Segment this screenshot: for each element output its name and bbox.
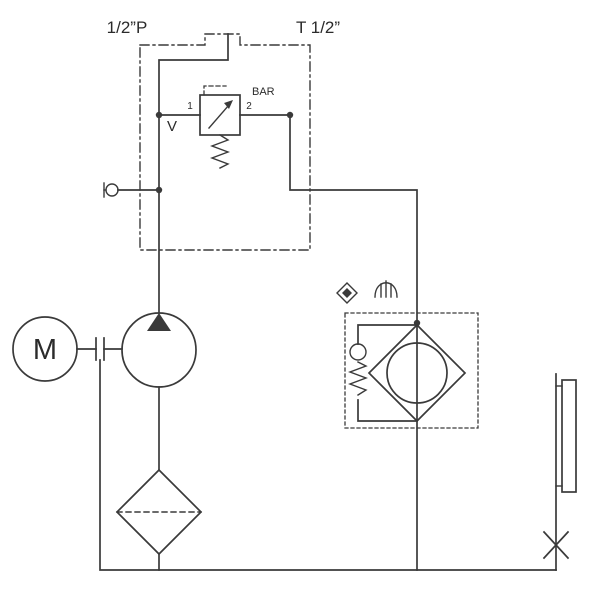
drain-valve-icon [542, 530, 570, 560]
port-p-label: 1/2”P [107, 18, 148, 37]
air-breather-icon [374, 280, 398, 298]
pump-icon [121, 312, 197, 388]
level-gauge-icon [555, 373, 577, 571]
return-filter-icon [344, 312, 479, 429]
relief-valve-icon [158, 85, 291, 169]
test-point-icon [103, 182, 160, 198]
junction-dots [155, 111, 421, 327]
valve-port-2-label: 2 [246, 101, 252, 112]
shaft-coupling-icon [76, 337, 123, 361]
bar-unit-label: BAR [252, 86, 275, 98]
motor-label: M [33, 334, 57, 366]
pressure-line [158, 33, 229, 314]
quick-coupling-icon [336, 282, 358, 304]
manifold-block-outline-icon [139, 33, 311, 251]
tank-lines [99, 359, 557, 571]
gauge-point-label: V [167, 118, 177, 135]
suction-strainer-icon [115, 386, 203, 571]
port-t-label: T 1/2” [296, 18, 340, 37]
return-line [289, 114, 418, 571]
valve-port-1-label: 1 [187, 101, 193, 112]
